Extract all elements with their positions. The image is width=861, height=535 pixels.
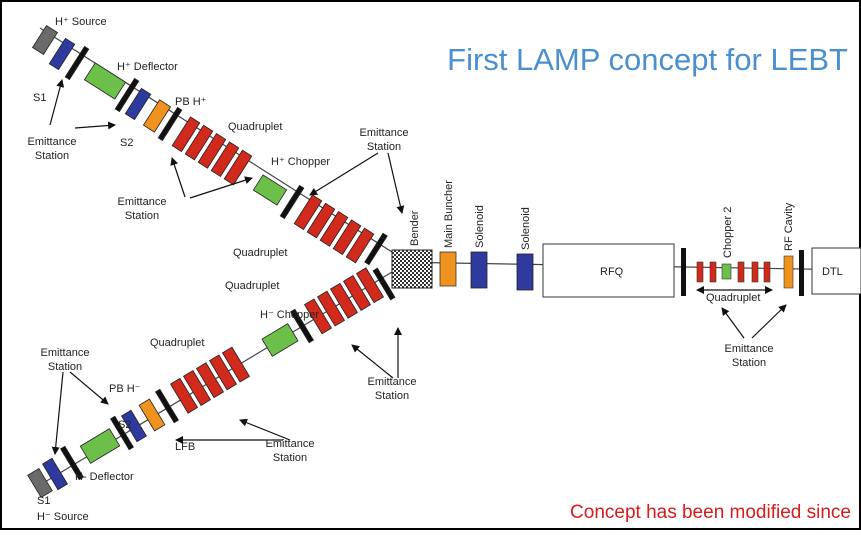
main-line-components xyxy=(391,243,861,298)
label-rfq: RFQ xyxy=(600,266,624,278)
solenoid-2-block xyxy=(516,253,534,291)
label-s2-bottom: S2 xyxy=(118,419,131,431)
label-chopper-2: Chopper 2 xyxy=(722,207,734,258)
emittance-plate-top-4 xyxy=(279,184,305,220)
label-h-plus-deflector: H⁺ Deflector xyxy=(117,61,178,73)
quadruplet-mid-element-1 xyxy=(293,194,323,231)
emittance-plate-bottom-1 xyxy=(60,445,84,481)
quad-r3 xyxy=(737,261,745,283)
label-s1-bottom: S1 xyxy=(37,495,50,507)
beamline-components xyxy=(27,24,396,499)
quad-r2 xyxy=(709,261,717,283)
label-solenoid-2: Solenoid xyxy=(520,207,532,250)
pb-h-plus-block xyxy=(142,99,172,133)
quadruplet-low-element-3 xyxy=(329,282,359,319)
label-h-plus-source: H⁺ Source xyxy=(55,16,107,28)
quadruplet-bottom-element-5 xyxy=(221,346,251,383)
label-dtl: DTL xyxy=(822,266,843,278)
quadruplet-bottom-element-3 xyxy=(195,362,225,399)
emittance-plate-bottom-3 xyxy=(155,388,179,424)
label-quadruplet-bottom: Quadruplet xyxy=(150,337,204,349)
emittance-plate-top-1 xyxy=(64,45,90,81)
label-quadruplet-top: Quadruplet xyxy=(228,121,282,133)
emittance-plate-bottom-4 xyxy=(290,308,314,344)
quadruplet-mid-element-4 xyxy=(332,219,362,256)
label-main-buncher: Main Buncher xyxy=(443,180,455,248)
quadruplet-mid-element-2 xyxy=(306,202,336,239)
quadruplet-top-element-3 xyxy=(197,133,227,169)
label-h-minus-source: H⁻ Source xyxy=(37,511,89,523)
h-plus-chopper-block xyxy=(252,174,288,206)
quadruplet-low-element-4 xyxy=(342,275,372,311)
quad-r4 xyxy=(751,261,759,283)
rf-cavity-block xyxy=(783,255,794,289)
label-pb-h-minus: PB H⁻ xyxy=(109,383,141,395)
s2-bottom-solenoid xyxy=(121,409,147,443)
label-h-plus-chopper: H⁺ Chopper xyxy=(271,156,330,168)
bender-block xyxy=(391,249,433,289)
quadruplet-low-element-2 xyxy=(316,290,346,327)
h-plus-source-block xyxy=(31,24,59,56)
h-minus-chopper-block xyxy=(261,323,299,357)
dtl-box xyxy=(811,247,861,295)
quadruplet-bottom-element-2 xyxy=(182,370,212,406)
quadruplet-mid-element-5 xyxy=(345,227,375,264)
quadruplet-top-element-4 xyxy=(210,141,240,178)
h-plus-deflector-block xyxy=(83,62,127,100)
quadruplet-top-element-2 xyxy=(184,124,214,161)
quad-r5 xyxy=(763,261,771,283)
label-quadruplet-right: Quadruplet xyxy=(706,292,760,304)
label-solenoid-1: Solenoid xyxy=(474,205,486,248)
label-s2-top: S2 xyxy=(120,137,133,149)
label-h-minus-deflector: H- Deflector xyxy=(75,471,134,483)
label-quadruplet-low: Quadruplet xyxy=(225,280,279,292)
quadruplet-low-element-5 xyxy=(355,267,385,304)
emittance-plate-top-5 xyxy=(364,232,388,266)
s1-top-solenoid xyxy=(48,37,76,71)
main-buncher-block xyxy=(439,251,457,287)
h-minus-source-block xyxy=(27,467,53,499)
label-pb-h-plus: PB H⁺ xyxy=(175,96,207,108)
quadruplet-bottom-element-4 xyxy=(208,354,238,391)
label-rf-cavity: RF Cavity xyxy=(783,202,795,251)
quadruplet-bottom-element-1 xyxy=(169,377,199,414)
title: First LAMP concept for LEBT xyxy=(447,42,848,77)
quadruplet-low-element-1 xyxy=(303,298,333,335)
quadruplet-top-element-5 xyxy=(223,149,253,186)
quad-r1 xyxy=(696,261,704,283)
modification-note: Concept has been modified since xyxy=(570,502,851,523)
h-minus-deflector-block xyxy=(79,428,121,464)
pb-h-minus-block xyxy=(138,398,166,432)
emittance-plate-top-2 xyxy=(114,77,140,113)
labels: First LAMP concept for LEBT H⁺ Source H⁺… xyxy=(28,16,851,523)
label-s1-top: S1 xyxy=(33,92,46,104)
quadruplet-mid-element-3 xyxy=(319,211,349,247)
s1-bottom-solenoid xyxy=(42,457,68,491)
label-bender: Bender xyxy=(409,210,421,246)
rfq-box xyxy=(542,243,675,298)
s2-top-solenoid xyxy=(124,87,152,121)
emittance-plate-top-3 xyxy=(157,106,183,142)
emittance-plate-bottom-5 xyxy=(372,267,396,301)
quadruplet-top-element-1 xyxy=(171,116,201,153)
emittance-plate-bottom-2 xyxy=(110,415,134,451)
label-quadruplet-mid: Quadruplet xyxy=(233,247,287,259)
solenoid-1-block xyxy=(470,251,488,289)
dtl-plate xyxy=(799,250,804,296)
label-lfb: LFB xyxy=(175,441,195,453)
annotation-arrows xyxy=(49,79,787,455)
chopper-2-block xyxy=(721,263,732,280)
rfq-end-plate xyxy=(681,248,686,296)
label-h-minus-chopper: H⁻ Chopper xyxy=(260,309,319,321)
